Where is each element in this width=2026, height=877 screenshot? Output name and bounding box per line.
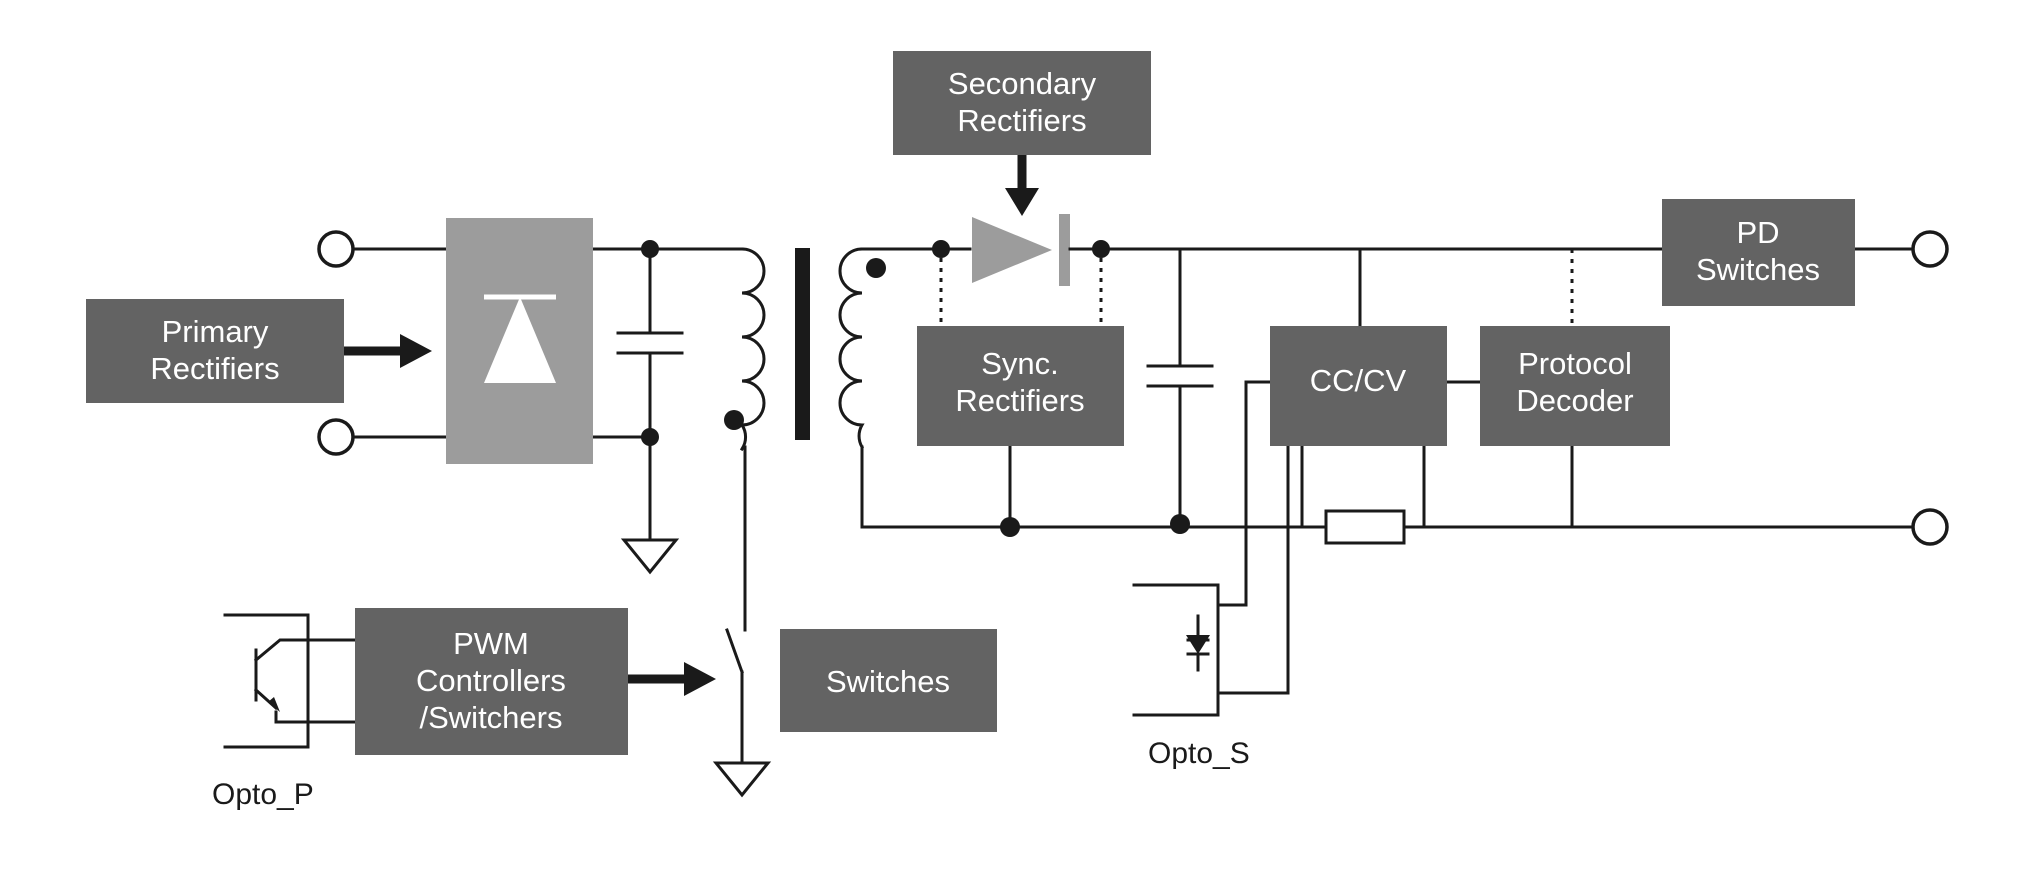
transformer-core bbox=[795, 248, 810, 440]
protocol-decoder-label-1: Protocol bbox=[1518, 346, 1632, 381]
primary-ground bbox=[620, 435, 680, 575]
switches-label: Switches bbox=[826, 664, 950, 699]
output-capacitor bbox=[1146, 247, 1214, 534]
input-terminal-bottom bbox=[317, 418, 355, 456]
pwm-controllers-label-3: /Switchers bbox=[420, 700, 563, 735]
output-terminal-bottom bbox=[1911, 508, 1949, 546]
cc-cv-block: CC/CV bbox=[1270, 326, 1447, 446]
primary-rectifiers-block: Primary Rectifiers bbox=[86, 299, 344, 403]
opto-p-caption: Opto_P bbox=[212, 778, 314, 811]
bridge-rectifier bbox=[446, 218, 593, 464]
switches-block: Switches bbox=[780, 629, 997, 732]
pointer-arrows bbox=[344, 155, 1039, 696]
cc-cv-label: CC/CV bbox=[1310, 363, 1407, 398]
sync-rect-dotted-links bbox=[939, 258, 1103, 325]
input-capacitor bbox=[616, 240, 684, 446]
pd-switches-label-2: Switches bbox=[1696, 252, 1820, 287]
sync-rectifiers-label-2: Rectifiers bbox=[955, 383, 1084, 418]
secondary-diode bbox=[972, 214, 1070, 286]
opto-p-symbol bbox=[223, 613, 357, 749]
pwm-controllers-label-1: PWM bbox=[453, 626, 529, 661]
protocol-decoder-block: Protocol Decoder bbox=[1480, 326, 1670, 446]
diode-node-left bbox=[932, 240, 950, 258]
opto-s-symbol bbox=[1132, 380, 1290, 717]
output-terminal-top bbox=[1911, 230, 1949, 268]
pd-switches-block: PD Switches bbox=[1662, 199, 1855, 306]
input-terminal-top bbox=[317, 230, 355, 268]
pwm-controllers-label-2: Controllers bbox=[416, 663, 566, 698]
secondary-rectifiers-label-1: Secondary bbox=[948, 66, 1097, 101]
primary-winding bbox=[724, 247, 766, 632]
current-sense-resistor bbox=[1300, 444, 1426, 545]
secondary-rectifiers-label-2: Rectifiers bbox=[957, 103, 1086, 138]
sync-rectifiers-block: Sync. Rectifiers bbox=[917, 326, 1124, 446]
secondary-winding bbox=[838, 247, 1932, 529]
pd-switches-label-1: PD bbox=[1736, 215, 1779, 250]
primary-rectifiers-label-2: Rectifiers bbox=[150, 351, 279, 386]
primary-rectifiers-label-1: Primary bbox=[162, 314, 269, 349]
protocol-decoder-label-2: Decoder bbox=[1516, 383, 1633, 418]
opto-s-caption: Opto_S bbox=[1148, 737, 1250, 770]
pwm-controllers-block: PWM Controllers /Switchers bbox=[355, 608, 628, 755]
sync-rectifiers-label-1: Sync. bbox=[981, 346, 1059, 381]
sync-rect-ground-node bbox=[1000, 517, 1020, 537]
secondary-rectifiers-block: Secondary Rectifiers bbox=[893, 51, 1151, 155]
main-switch bbox=[712, 628, 772, 798]
